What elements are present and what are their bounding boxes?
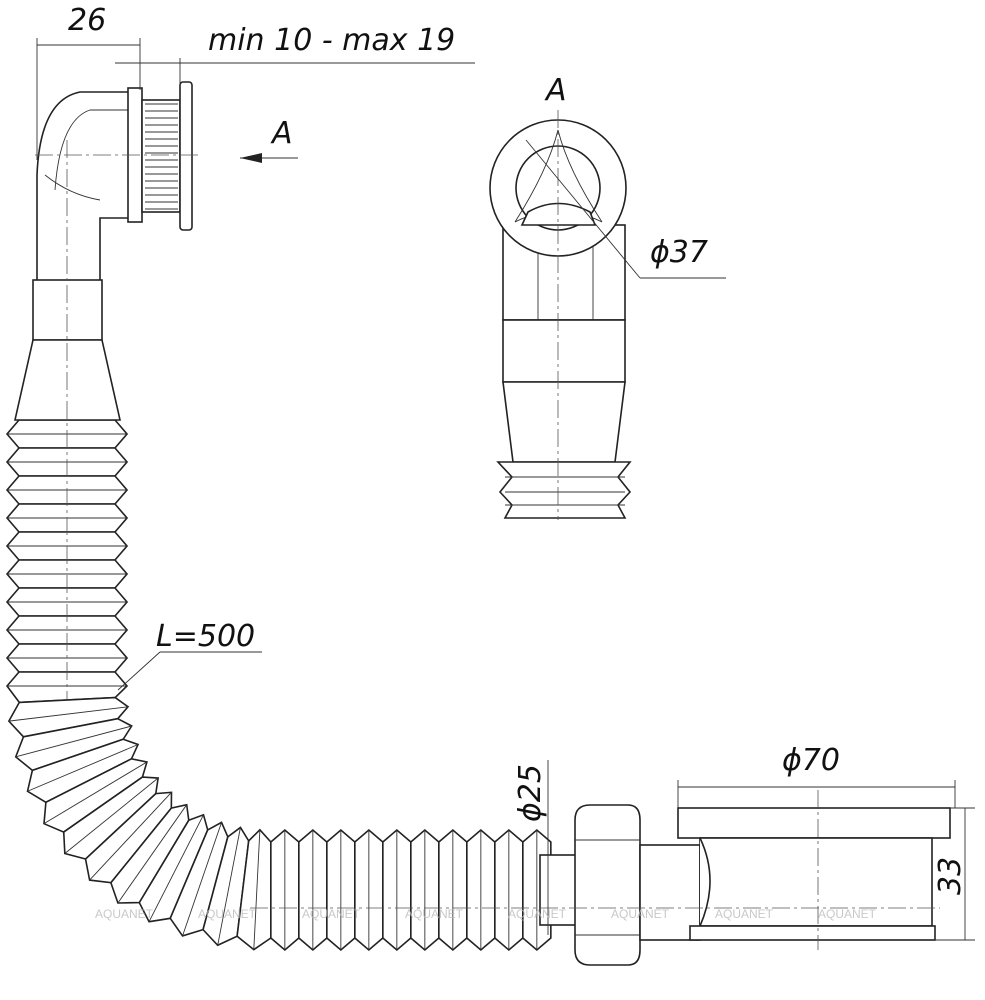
hose-rib-line [27, 744, 139, 792]
outlet-diameter-label: ϕ37 [650, 235, 708, 270]
watermark: AQUANET [611, 907, 670, 921]
view-a-title: A [544, 73, 567, 108]
watermark: AQUANET [302, 907, 361, 921]
watermark: AQUANET [198, 907, 257, 921]
pipe-diameter-label: ϕ25 [513, 764, 548, 822]
hose-rib-line [15, 725, 132, 758]
hose-rib-line [253, 829, 261, 950]
watermark: AQUANET [405, 907, 464, 921]
watermark: AQUANET [818, 907, 877, 921]
dimension-26-label: 26 [68, 3, 106, 38]
dimension-clamp-range: min 10 - max 19 [115, 23, 475, 85]
hose-rib-line [117, 804, 188, 904]
hose-length-label: L=500 [156, 619, 255, 654]
hose-rib-line [182, 822, 222, 937]
clamp-range-label: min 10 - max 19 [208, 23, 455, 58]
watermark: AQUANET [95, 907, 154, 921]
view-a: A ϕ37 [489, 73, 726, 520]
hose-rib-line [217, 827, 241, 946]
hose-length-dimension: L=500 [117, 619, 262, 691]
drain-height-label: 33 [933, 857, 968, 895]
corrugated-hose [5, 419, 552, 952]
view-arrow-a: A [240, 116, 298, 163]
drain-diameter-label: ϕ70 [782, 743, 840, 778]
dimension-26: 26 [36, 3, 141, 160]
hose-rib-line [64, 777, 159, 854]
hose-rib-line [8, 706, 129, 722]
watermark: AQUANET [715, 907, 774, 921]
bath-drain: ϕ70 33 ϕ25 [250, 743, 975, 966]
hose-rib-line [148, 814, 204, 922]
view-arrow-label: A [270, 116, 293, 151]
watermark-row: AQUANET AQUANET AQUANET AQUANET AQUANET … [95, 907, 877, 921]
thread [145, 103, 178, 210]
watermark: AQUANET [508, 907, 567, 921]
overflow-elbow [14, 81, 200, 700]
hose-rib-line [89, 792, 172, 881]
hose-rib-line [43, 761, 148, 825]
